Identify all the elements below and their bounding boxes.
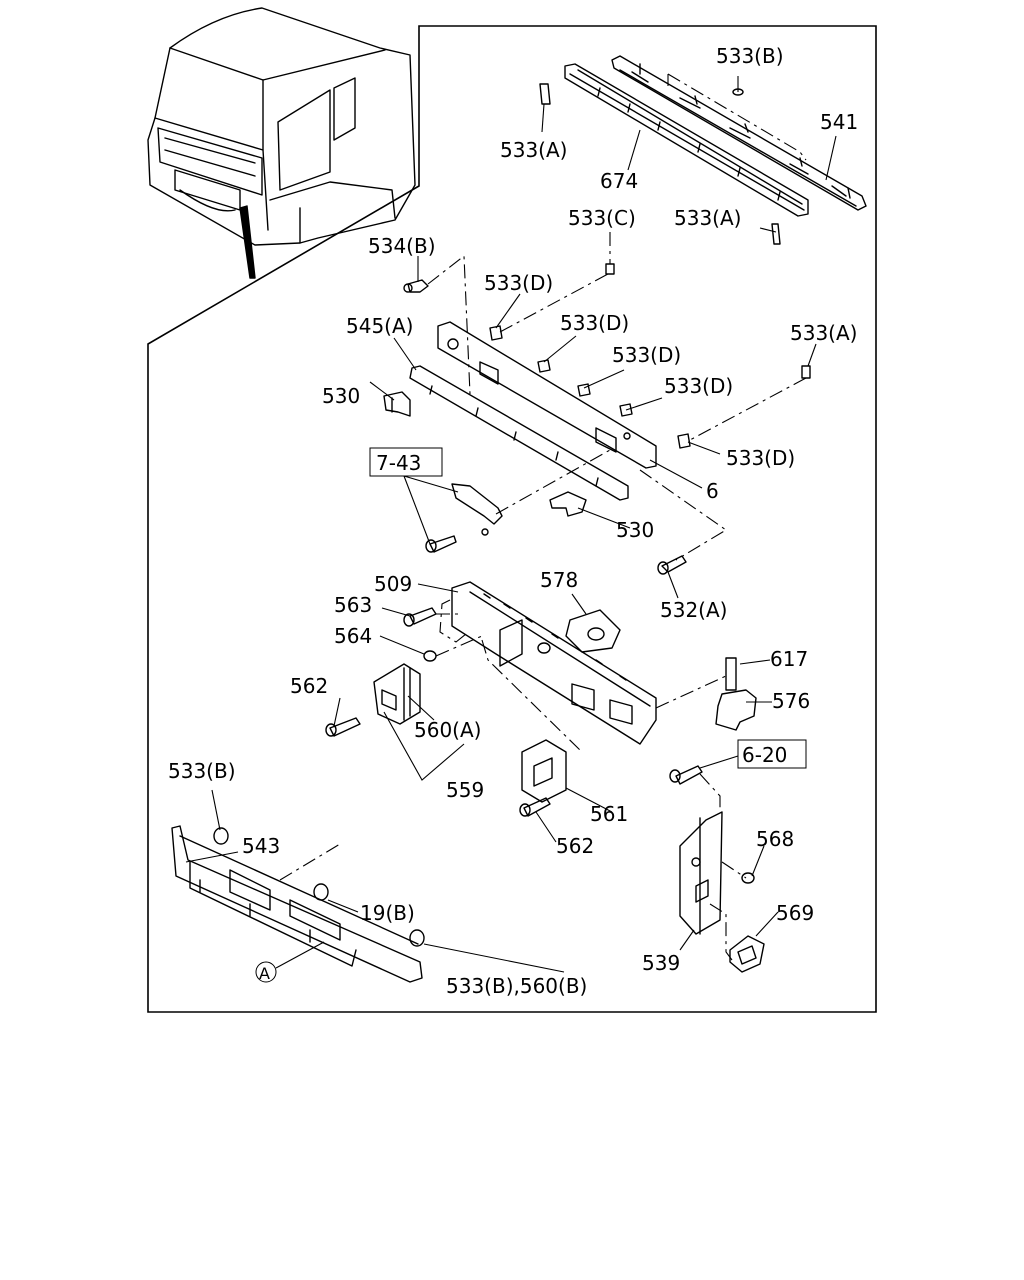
label-533c: 533(C) bbox=[568, 206, 636, 230]
label-539: 539 bbox=[642, 951, 680, 975]
diagram-frame bbox=[147, 25, 877, 1013]
truck-cab-illustration bbox=[147, 7, 416, 279]
callout-circle-a bbox=[255, 961, 277, 983]
label-533a: 533(A) bbox=[500, 138, 567, 162]
part-562-bolt-2 bbox=[519, 797, 551, 817]
part-533b-grommet bbox=[213, 827, 229, 845]
label-543: 543 bbox=[242, 834, 280, 858]
part-533b560b-grommet bbox=[409, 929, 425, 947]
label-534b: 534(B) bbox=[368, 234, 436, 258]
label-19b: 19(B) bbox=[360, 901, 415, 925]
label-509: 509 bbox=[374, 572, 412, 596]
part-543-lower-panel bbox=[171, 825, 423, 983]
part-569-grommet bbox=[729, 935, 765, 973]
label-ref-7-43: 7-43 bbox=[376, 451, 421, 475]
label-ref-6-20: 6-20 bbox=[742, 743, 787, 767]
label-533b: 533(B) bbox=[168, 759, 236, 783]
label-530: 530 bbox=[322, 384, 360, 408]
part-576-hinge bbox=[715, 689, 757, 731]
part-19b-grommet bbox=[313, 883, 329, 901]
label-6: 6 bbox=[706, 479, 719, 503]
label-568: 568 bbox=[756, 827, 794, 851]
part-534b-screw bbox=[403, 279, 429, 293]
part-561-bracket bbox=[521, 739, 567, 803]
label-533a: 533(A) bbox=[674, 206, 741, 230]
part-530-bracket-1 bbox=[383, 391, 411, 417]
label-533a: 533(A) bbox=[790, 321, 857, 345]
part-533c-clip bbox=[605, 263, 615, 275]
part-533d-clip-3 bbox=[577, 383, 591, 397]
label-561: 561 bbox=[590, 802, 628, 826]
label-callout-a: A bbox=[259, 964, 270, 983]
label-562: 562 bbox=[290, 674, 328, 698]
part-545a-molding bbox=[409, 365, 629, 501]
ref-box-7-43 bbox=[369, 447, 443, 477]
label-533b: 533(B) bbox=[716, 44, 784, 68]
part-532a-bolt bbox=[657, 555, 687, 575]
leader-lines bbox=[185, 76, 837, 973]
part-563-bolt bbox=[403, 607, 437, 627]
ref-7-43-bolt bbox=[425, 535, 457, 553]
part-674-grille-molding bbox=[564, 63, 809, 217]
label-530: 530 bbox=[616, 518, 654, 542]
label-559: 559 bbox=[446, 778, 484, 802]
label-560a: 560(A) bbox=[414, 718, 481, 742]
label-533d: 533(D) bbox=[484, 271, 553, 295]
part-533d-clip-5 bbox=[677, 433, 691, 449]
label-533d: 533(D) bbox=[612, 343, 681, 367]
label-563: 563 bbox=[334, 593, 372, 617]
part-533a-clip-3 bbox=[801, 365, 811, 379]
part-564-nut bbox=[423, 650, 437, 662]
part-509-cross-member bbox=[451, 581, 657, 745]
label-564: 564 bbox=[334, 624, 372, 648]
label-533d: 533(D) bbox=[560, 311, 629, 335]
part-541-upper-strip bbox=[611, 55, 867, 211]
label-533d: 533(D) bbox=[726, 446, 795, 470]
part-562-bolt-1 bbox=[325, 717, 361, 737]
label-541: 541 bbox=[820, 110, 858, 134]
ref-box-6-20 bbox=[737, 739, 807, 769]
label-545a: 545(A) bbox=[346, 314, 413, 338]
part-533d-clip-1 bbox=[489, 325, 503, 341]
label-532a: 532(A) bbox=[660, 598, 727, 622]
label-562: 562 bbox=[556, 834, 594, 858]
label-578: 578 bbox=[540, 568, 578, 592]
part-533a-clip-1 bbox=[539, 83, 551, 105]
ref-6-20-bolt bbox=[669, 765, 703, 785]
label-533b-560b: 533(B),560(B) bbox=[446, 974, 587, 998]
label-576: 576 bbox=[772, 689, 810, 713]
part-6-mounting-panel bbox=[437, 321, 657, 469]
part-568-nut bbox=[741, 872, 755, 884]
part-533d-clip-2 bbox=[537, 359, 551, 373]
part-560a-hinge bbox=[373, 663, 421, 725]
part-533a-clip-2 bbox=[771, 223, 781, 245]
part-539-side-bracket bbox=[679, 811, 723, 935]
label-533d: 533(D) bbox=[664, 374, 733, 398]
label-569: 569 bbox=[776, 901, 814, 925]
part-533d-clip-4 bbox=[619, 403, 633, 417]
label-674: 674 bbox=[600, 169, 638, 193]
ref-7-43-bracket bbox=[451, 483, 503, 536]
part-530-bracket-2 bbox=[549, 491, 587, 517]
part-617-plate bbox=[725, 657, 737, 691]
label-617: 617 bbox=[770, 647, 808, 671]
